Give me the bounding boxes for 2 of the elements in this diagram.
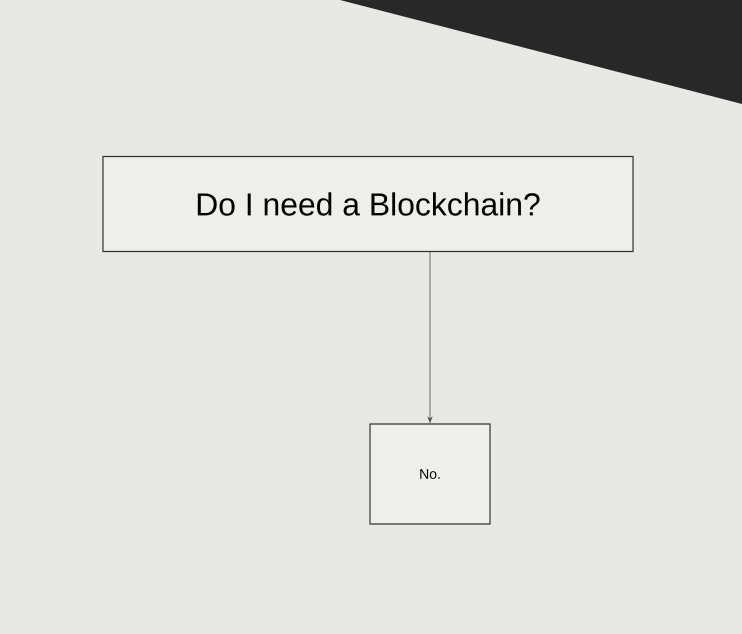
- question-box: Do I need a Blockchain?: [102, 156, 634, 252]
- answer-box: No.: [369, 423, 491, 525]
